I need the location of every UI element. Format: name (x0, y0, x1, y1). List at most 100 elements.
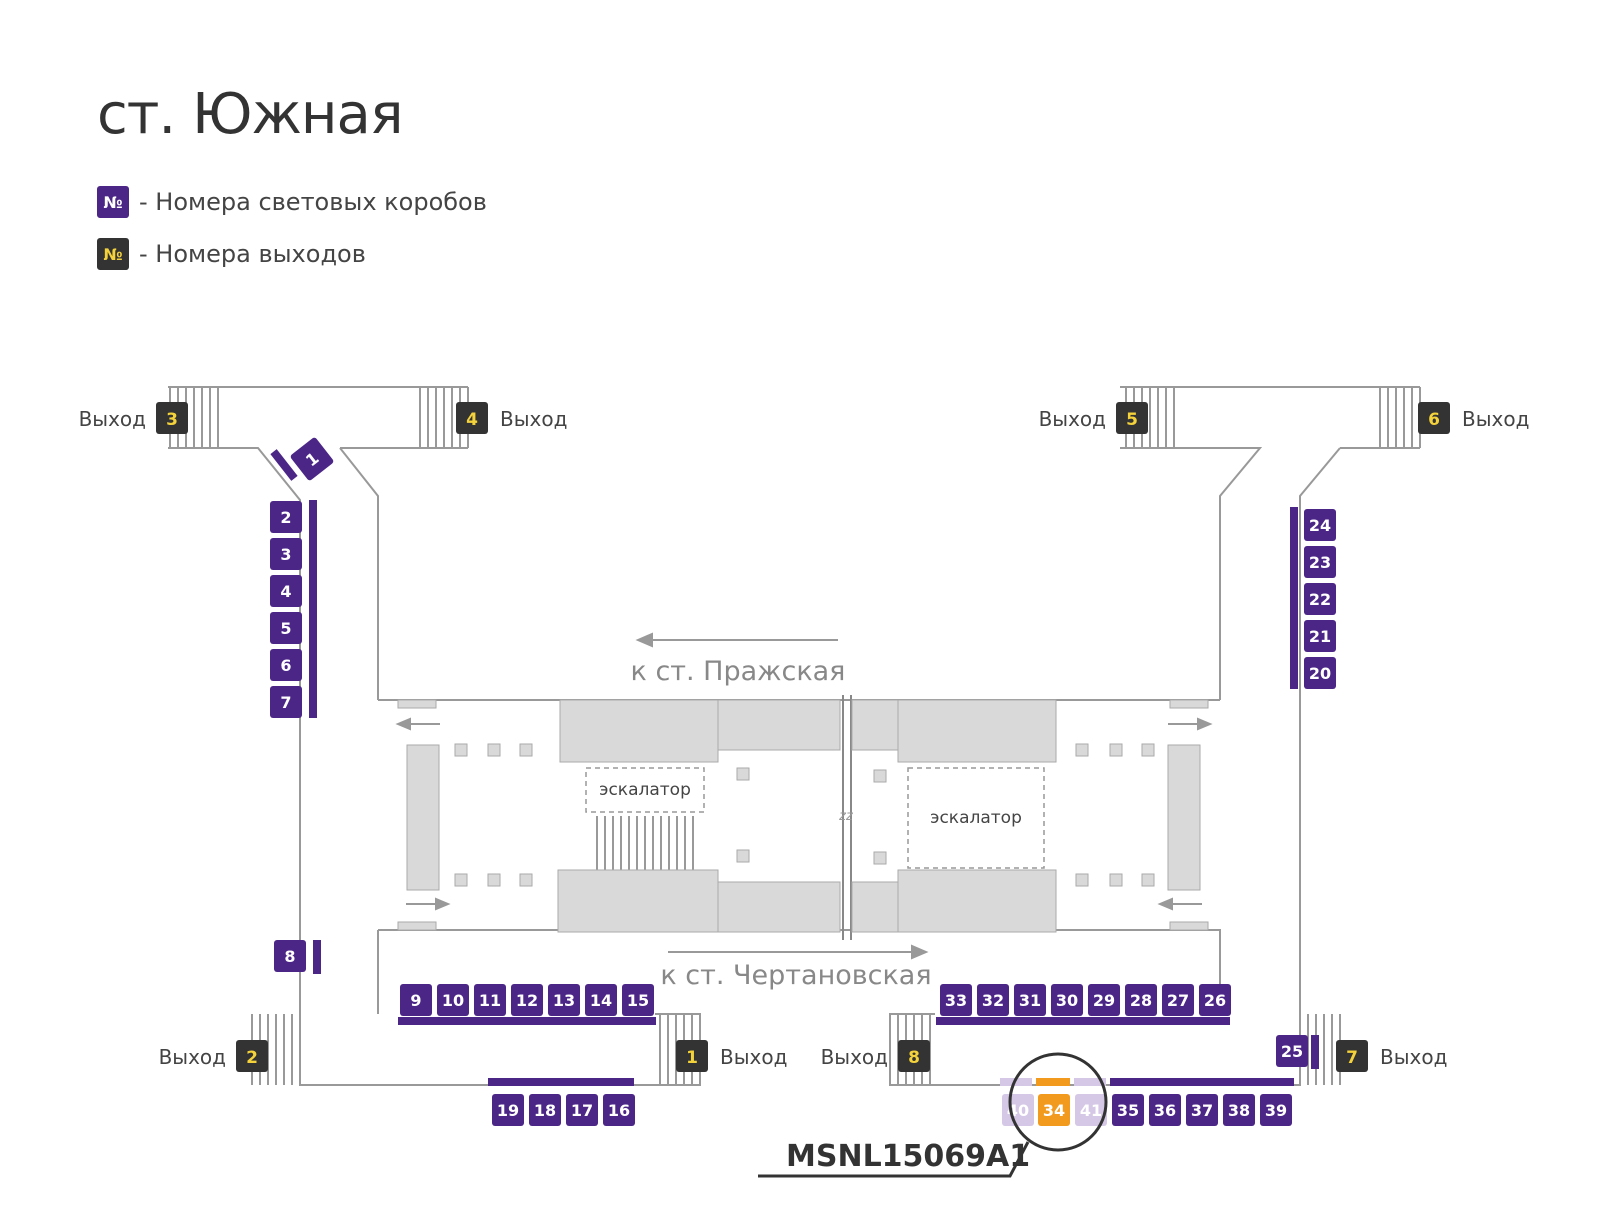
exit-2-label: Выход (159, 1045, 226, 1069)
exit-8: 8 Выход (821, 1040, 930, 1072)
light-box-13-fill (548, 984, 580, 1016)
light-box-29-label: 29 (1093, 991, 1115, 1010)
light-box-4-fill (270, 575, 302, 607)
light-box-11: 11 (474, 984, 506, 1016)
highlight-code: MSNL15069A1 (786, 1139, 1030, 1174)
light-box-3-label: 3 (280, 545, 291, 564)
light-box-30: 30 (1051, 984, 1083, 1016)
light-box-38-fill (1223, 1094, 1255, 1126)
light-box-26: 26 (1199, 984, 1231, 1016)
legend-exit-text: - Номера выходов (139, 240, 366, 268)
light-box-41: 41 (1075, 1094, 1107, 1126)
light-box-15-fill (622, 984, 654, 1016)
exit-5-number: 5 (1126, 410, 1138, 430)
light-box-39-fill (1260, 1094, 1292, 1126)
light-box-24-fill (1304, 509, 1336, 541)
light-box-9-fill (400, 984, 432, 1016)
light-box-32-fill (977, 984, 1009, 1016)
light-box-16: 16 (603, 1094, 635, 1126)
light-box-12-fill (511, 984, 543, 1016)
legend-exit-swatch: № (97, 238, 129, 270)
legend-box-text: - Номера световых коробов (139, 188, 487, 216)
exit-6-number: 6 (1428, 410, 1440, 430)
light-box-21-label: 21 (1309, 627, 1331, 646)
light-box-38: 38 (1223, 1094, 1255, 1126)
light-box-19: 19 (492, 1094, 524, 1126)
light-box-6-label: 6 (280, 656, 291, 675)
light-box-29: 29 (1088, 984, 1120, 1016)
light-box-31: 31 (1014, 984, 1046, 1016)
light-box-37-label: 37 (1191, 1101, 1213, 1120)
light-box-18-label: 18 (534, 1101, 556, 1120)
light-box-19-label: 19 (497, 1101, 519, 1120)
light-box-7-label: 7 (280, 693, 291, 712)
exit-4-number: 4 (466, 410, 478, 430)
exit-7-badge (1336, 1040, 1368, 1072)
light-box-14-fill (585, 984, 617, 1016)
light-box-8: 8 (274, 940, 306, 972)
light-box-5: 5 (270, 612, 302, 644)
exit-6-badge (1418, 402, 1450, 434)
light-box-17: 17 (566, 1094, 598, 1126)
exit-6-label: Выход (1462, 407, 1529, 431)
light-box-13: 13 (548, 984, 580, 1016)
light-box-2-fill (270, 501, 302, 533)
light-box-17-fill (566, 1094, 598, 1126)
light-box-25-label: 25 (1281, 1042, 1303, 1061)
light-box-30-fill (1051, 984, 1083, 1016)
light-box-31-label: 31 (1019, 991, 1041, 1010)
light-box-21-fill (1304, 620, 1336, 652)
light-box-34-label: 34 (1043, 1101, 1065, 1120)
light-box-15-label: 15 (627, 991, 649, 1010)
light-box-33-fill (940, 984, 972, 1016)
light-box-2-label: 2 (280, 508, 291, 527)
light-box-40: 40 (1002, 1094, 1034, 1126)
direction-bottom: к ст. Чертановская (660, 960, 931, 991)
light-box-1-fill (290, 437, 334, 481)
light-box-20-label: 20 (1309, 664, 1331, 683)
exit-7-number: 7 (1346, 1048, 1358, 1068)
light-box-11-label: 11 (479, 991, 501, 1010)
light-box-36: 36 (1149, 1094, 1181, 1126)
light-box-18: 18 (529, 1094, 561, 1126)
light-box-10-label: 10 (442, 991, 464, 1010)
light-box-13-label: 13 (553, 991, 575, 1010)
light-box-16-fill (603, 1094, 635, 1126)
light-box-39-label: 39 (1265, 1101, 1287, 1120)
light-box-36-label: 36 (1154, 1101, 1176, 1120)
arrows (395, 632, 1213, 960)
light-box-34-fill (1038, 1094, 1070, 1126)
light-box-41-fill (1075, 1094, 1107, 1126)
light-box-24: 24 (1304, 509, 1336, 541)
light-box-23: 23 (1304, 546, 1336, 578)
light-box-36-fill (1149, 1094, 1181, 1126)
exit-8-number: 8 (908, 1048, 920, 1068)
escalator-label-right: эскалатор (930, 808, 1022, 828)
light-box-35: 35 (1112, 1094, 1144, 1126)
light-box-8-fill (274, 940, 306, 972)
light-box-4: 4 (270, 575, 302, 607)
light-box-24-label: 24 (1309, 516, 1331, 535)
light-box-39: 39 (1260, 1094, 1292, 1126)
light-box-5-fill (270, 612, 302, 644)
light-box-33-label: 33 (945, 991, 967, 1010)
light-box-6-fill (270, 649, 302, 681)
exit-5-badge (1116, 402, 1148, 434)
highlight-circle (1008, 1052, 1108, 1152)
escalator-label-left: эскалатор (599, 780, 691, 800)
light-box-20-fill (1304, 657, 1336, 689)
light-box-38-label: 38 (1228, 1101, 1250, 1120)
legend-exits: № - Номера выходов (97, 238, 366, 270)
light-box-27: 27 (1162, 984, 1194, 1016)
light-box-3: 3 (270, 538, 302, 570)
exit-1-number: 1 (686, 1048, 698, 1068)
light-box-37-fill (1186, 1094, 1218, 1126)
light-box-31-fill (1014, 984, 1046, 1016)
light-box-1: 1 (290, 437, 334, 481)
light-box-2: 2 (270, 501, 302, 533)
exit-8-label: Выход (821, 1045, 888, 1069)
